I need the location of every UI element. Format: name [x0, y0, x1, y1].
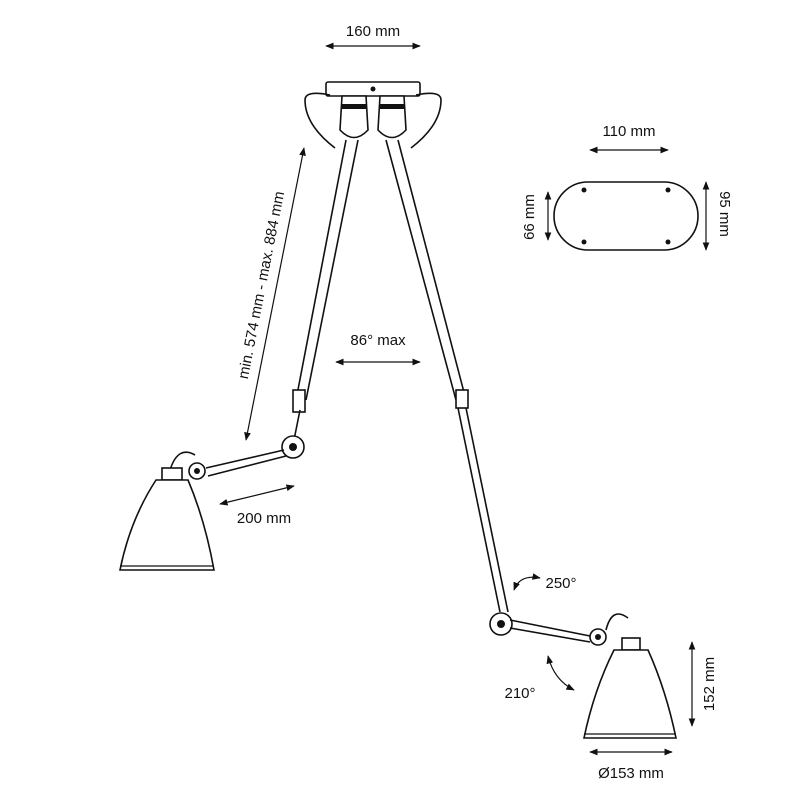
plate-inner-height-label: 66 mm: [521, 194, 538, 240]
shade-diameter-label: Ø153 mm: [598, 765, 664, 782]
left-shade: [119, 451, 215, 571]
upper-rotation-label: 250°: [545, 575, 576, 592]
arm-angle-label: 86° max: [350, 332, 406, 349]
mounting-plate: [553, 181, 699, 251]
dimension-lines: [219, 42, 710, 756]
right-shade: [583, 613, 677, 739]
ceiling-canopy: [304, 81, 442, 149]
lower-arm-length-label: 200 mm: [237, 510, 291, 527]
plate-width-label: 110 mm: [602, 123, 655, 140]
canopy-width-label: 160 mm: [346, 23, 400, 40]
shade-height-label: 152 mm: [701, 657, 718, 711]
lower-rotation-label: 210°: [504, 685, 535, 702]
plate-outer-height-label: 95 mm: [716, 191, 733, 237]
arm-length-label: min. 574 mm - max. 884 mm: [235, 190, 288, 381]
right-arm: [385, 139, 607, 646]
